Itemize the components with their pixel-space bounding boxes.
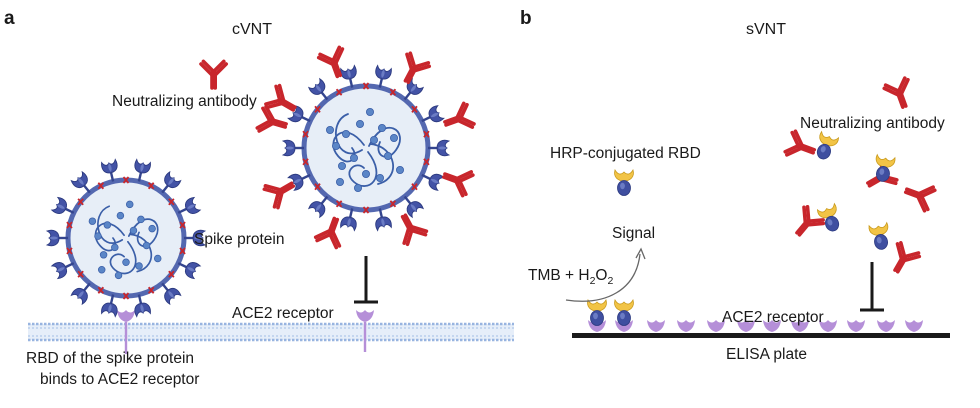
antibody-complex — [782, 128, 820, 165]
rbd-caption-line2: binds to ACE2 receptor — [40, 371, 199, 388]
ace2-receptor — [847, 320, 865, 332]
ace2-receptor-bound — [117, 310, 135, 354]
antibody-bound — [438, 161, 476, 199]
antibody-complex — [883, 239, 923, 280]
antibody-free-b — [881, 75, 918, 113]
inhibition-symbol-b — [860, 262, 884, 312]
elisa-plate-label: ELISA plate — [726, 346, 807, 363]
svg-text:TMB + H2O2: TMB + H2O2 — [528, 267, 613, 287]
hrp-rbd-complex — [868, 222, 893, 252]
antibody-bound — [439, 100, 477, 138]
neutralizing-antibody-label-b: Neutralizing antibody — [800, 115, 945, 132]
cell-membrane — [28, 322, 514, 342]
neutralizing-antibody-label-a: Neutralizing antibody — [112, 93, 257, 110]
antibody-bound — [393, 50, 433, 90]
spike-protein — [45, 229, 70, 247]
antibody-complex — [786, 203, 827, 244]
ace2-receptor — [877, 320, 895, 332]
rbd-caption-line1: RBD of the spike protein — [26, 350, 194, 367]
hrp-rbd-label: HRP-conjugated RBD — [550, 145, 701, 162]
panel-b-letter: b — [520, 8, 532, 29]
hrp-rbd-bound-2 — [614, 299, 634, 326]
virus-neutralized — [281, 64, 451, 232]
panel-a-letter: a — [4, 8, 15, 29]
ace2-receptor — [677, 320, 695, 332]
ace2-receptor-label-b: ACE2 receptor — [722, 309, 824, 326]
signal-arrow — [565, 253, 641, 302]
antibody-free-a — [199, 59, 228, 90]
hrp-rbd-complex — [812, 130, 840, 163]
ace2-receptor — [905, 320, 923, 332]
spike-protein — [281, 139, 306, 157]
ace2-receptor-label-a: ACE2 receptor — [232, 305, 334, 322]
spike-protein — [426, 139, 451, 157]
antibody-complex — [900, 177, 938, 214]
panel-b-title: sVNT — [746, 21, 786, 38]
antibody-rbd-complexes — [782, 128, 938, 280]
ace2-receptor-free — [356, 310, 374, 352]
hrp-rbd-bound-1 — [587, 299, 607, 326]
spike-protein-label: Spike protein — [194, 231, 284, 248]
panel-a-title: cVNT — [232, 21, 272, 38]
signal-label: Signal — [612, 225, 655, 242]
tmb-h2o2-label: TMB + H2O2 — [528, 267, 613, 287]
virus-bound — [45, 158, 207, 318]
hrp-rbd-free — [614, 169, 634, 196]
ace2-receptor — [647, 320, 665, 332]
antibody-bound — [254, 104, 291, 140]
inhibition-symbol-a — [354, 256, 378, 304]
elisa-plate — [572, 333, 950, 338]
